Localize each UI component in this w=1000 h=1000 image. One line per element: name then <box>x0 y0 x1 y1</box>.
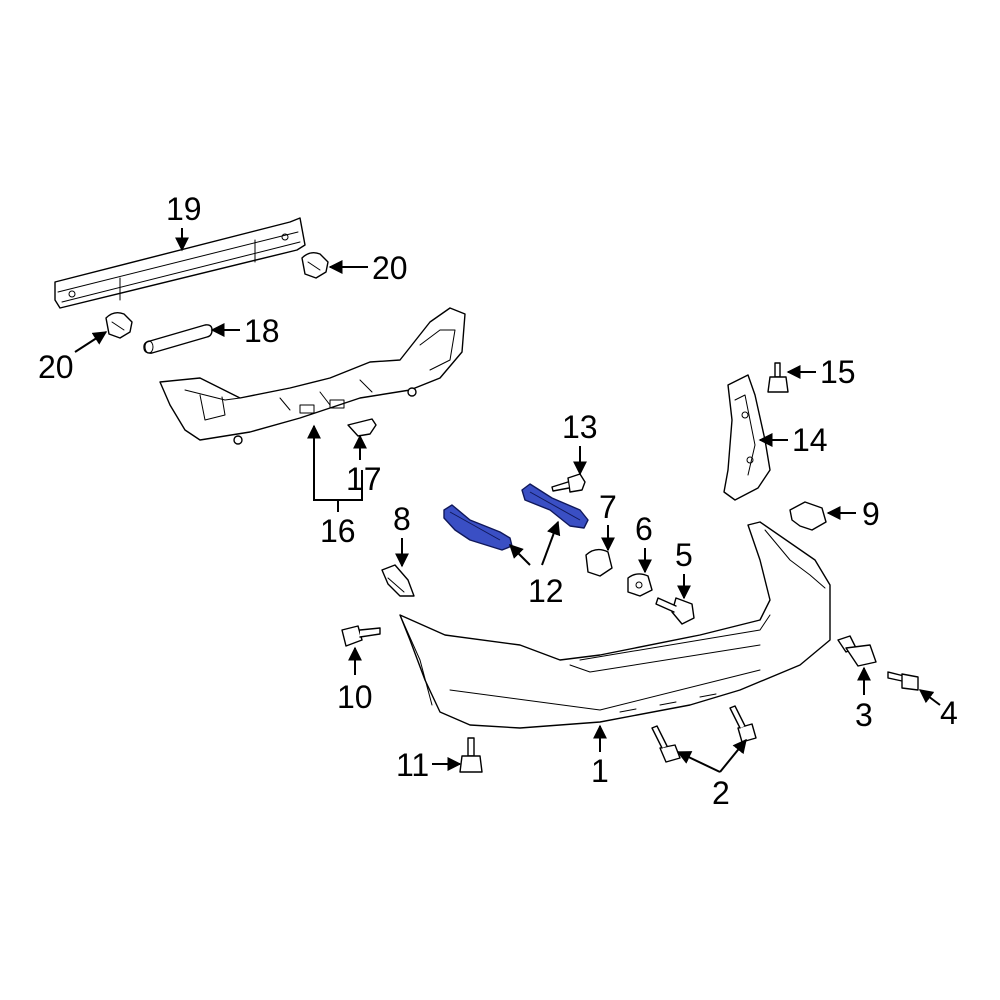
callout-5-label: 5 <box>675 537 693 573</box>
part-12-bracket-right[interactable] <box>521 483 589 529</box>
callout-12-label: 12 <box>528 573 564 609</box>
callout-3: 3 <box>855 666 873 733</box>
callout-6: 6 <box>635 511 653 574</box>
callout-3-label: 3 <box>855 697 873 733</box>
callout-1: 1 <box>591 724 609 789</box>
callout-15-label: 15 <box>820 354 856 390</box>
callout-16-label: 16 <box>320 513 356 549</box>
callout-8-label: 8 <box>393 501 411 537</box>
callout-7-label: 7 <box>599 489 617 525</box>
part-15-bolt[interactable] <box>767 362 789 393</box>
part-13-bolt[interactable] <box>551 473 586 493</box>
part-6-nut[interactable] <box>627 573 653 597</box>
callout-7: 7 <box>599 489 617 552</box>
callout-9: 9 <box>826 496 880 532</box>
part-18-spacer-tube[interactable] <box>143 324 213 354</box>
part-2-clip-right[interactable] <box>729 705 757 743</box>
callout-19-label: 19 <box>166 191 202 227</box>
callout-13: 13 <box>562 409 598 476</box>
part-1-bumper-cover[interactable] <box>399 521 831 729</box>
callout-16: 16 <box>307 424 363 549</box>
callout-4: 4 <box>918 689 958 731</box>
part-10-bolt[interactable] <box>341 625 381 647</box>
callout-20-right-label: 20 <box>372 250 408 286</box>
callout-18-label: 18 <box>244 313 280 349</box>
part-8-reflector[interactable] <box>381 564 415 597</box>
callout-5: 5 <box>675 537 693 600</box>
callout-20-left: 20 <box>38 331 108 385</box>
part-14-side-bracket[interactable] <box>723 374 771 501</box>
part-7-grommet[interactable] <box>585 548 613 577</box>
part-4-screw[interactable] <box>887 671 919 691</box>
callout-8: 8 <box>393 501 411 568</box>
part-16-energy-absorber[interactable] <box>159 307 466 445</box>
callout-6-label: 6 <box>635 511 653 547</box>
callout-13-label: 13 <box>562 409 598 445</box>
part-2-clip-left[interactable] <box>651 725 681 763</box>
callout-18: 18 <box>210 313 280 349</box>
callout-20-left-label: 20 <box>38 349 74 385</box>
callout-11-label: 11 <box>396 747 429 783</box>
callout-11: 11 <box>396 747 462 783</box>
callout-12: 12 <box>509 520 564 609</box>
callout-9-label: 9 <box>862 496 880 532</box>
part-19-reinforcement-bar[interactable] <box>54 217 306 309</box>
callout-17-label: 17 <box>346 461 382 497</box>
callout-14: 14 <box>758 422 828 458</box>
part-5-bolt[interactable] <box>655 597 695 625</box>
callout-15: 15 <box>786 354 856 390</box>
callout-2: 2 <box>676 738 747 811</box>
part-9-retainer[interactable] <box>789 501 827 531</box>
callout-17: 17 <box>346 434 382 497</box>
callout-4-label: 4 <box>940 695 958 731</box>
part-20-nut-right[interactable] <box>301 251 329 279</box>
callout-10-label: 10 <box>337 679 373 715</box>
part-12-bracket-left[interactable] <box>443 504 513 551</box>
part-3-push-clip[interactable] <box>837 635 877 667</box>
part-20-nut-left[interactable] <box>105 311 133 339</box>
callout-2-label: 2 <box>712 775 730 811</box>
callout-14-label: 14 <box>792 422 828 458</box>
callout-19: 19 <box>166 191 202 252</box>
part-17-clip[interactable] <box>347 418 377 437</box>
callout-10: 10 <box>337 646 373 715</box>
callout-20-right: 20 <box>328 250 408 286</box>
callout-1-label: 1 <box>591 753 609 789</box>
part-11-bolt[interactable] <box>459 737 483 773</box>
